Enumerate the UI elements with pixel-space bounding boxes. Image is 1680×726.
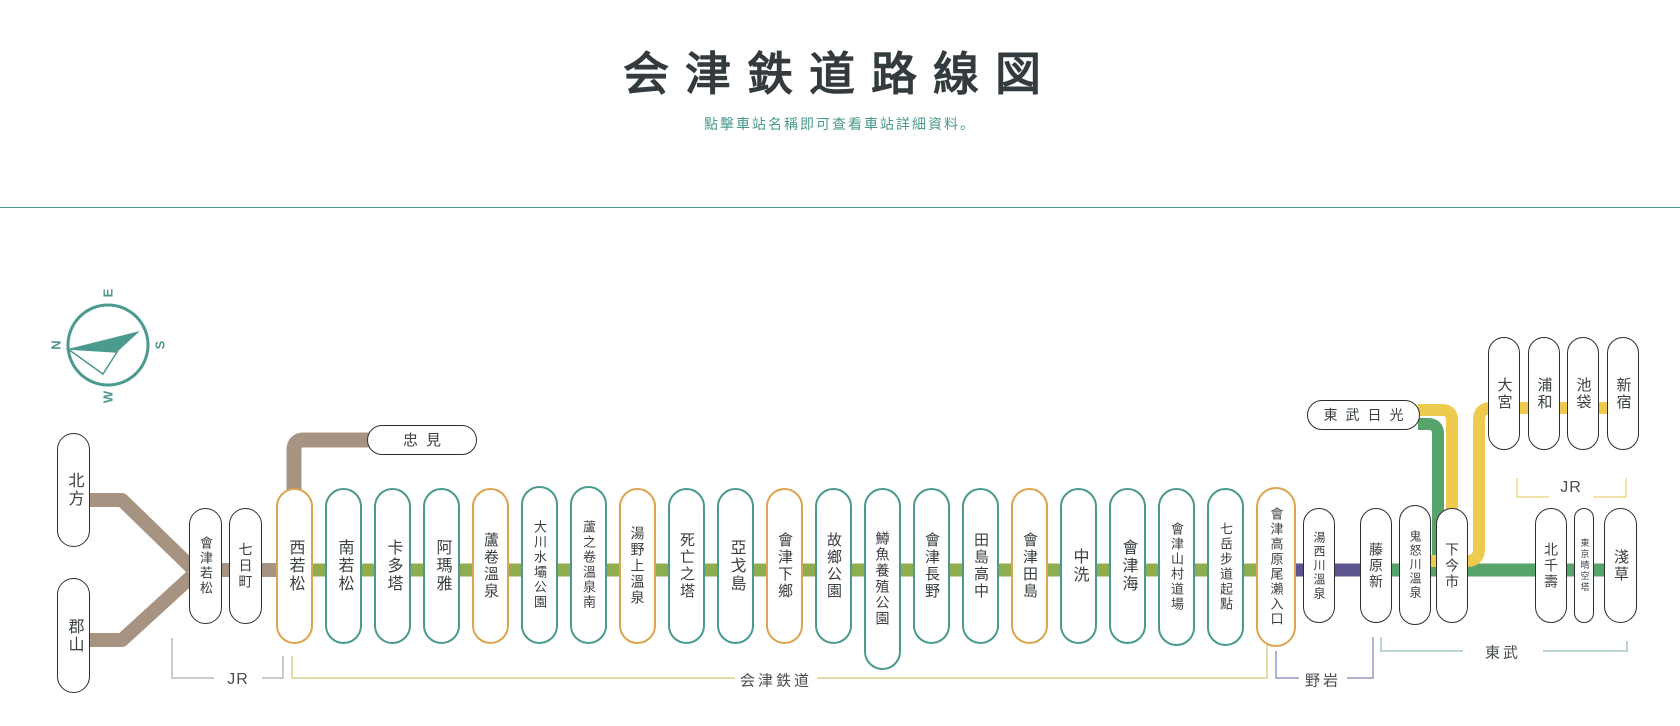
- jr-left-bracket: [171, 638, 284, 679]
- header-divider: [0, 207, 1680, 208]
- aizu-bracket: [291, 641, 1268, 679]
- station-pill-omiya[interactable]: 大宮: [1488, 337, 1520, 450]
- station-pill-aizu-umi[interactable]: 會津海: [1109, 488, 1146, 644]
- station-pill-koriyama[interactable]: 郡山: [57, 578, 90, 693]
- page-title: 会津鉄道路線図: [623, 48, 1057, 100]
- station-pill-tower-of-death[interactable]: 死亡之塔: [668, 488, 705, 644]
- tobu-railway-label: 東武: [1484, 644, 1522, 662]
- station-pill-nishi-wakamatsu[interactable]: 西若松: [276, 488, 313, 644]
- station-pill-asakusa[interactable]: 淺草: [1604, 508, 1637, 623]
- station-pill-amaya[interactable]: 阿瑪雅: [423, 488, 460, 644]
- station-pill-ashinomaki-onsen[interactable]: 蘆卷溫泉: [472, 488, 509, 644]
- station-pill-kita-senju[interactable]: 北千壽: [1535, 508, 1567, 623]
- station-pill-tadami[interactable]: 忠見: [367, 425, 477, 455]
- station-pill-kitakata[interactable]: 北方: [57, 433, 90, 547]
- compass-s: S: [153, 340, 168, 349]
- compass-w: W: [101, 390, 116, 403]
- station-pill-shimo-imaichi[interactable]: 下今市: [1436, 508, 1468, 623]
- station-pill-yunokami-onsen[interactable]: 湯野上溫泉: [619, 488, 656, 644]
- yagan-bracket: [1275, 637, 1374, 679]
- station-pill-tajima-high[interactable]: 田島高中: [962, 488, 999, 644]
- station-pill-nakarai[interactable]: 中洗: [1060, 488, 1097, 644]
- tobu-nikko-yellow-line: [1418, 404, 1458, 562]
- aizu-railway-label: 会津鉄道: [739, 672, 813, 690]
- tadami-branch-line: [286, 432, 370, 505]
- bracket-lines: [171, 478, 1628, 679]
- station-pill-tokyo-skytree[interactable]: 東京晴空塔: [1574, 508, 1594, 623]
- station-pill-ikebukuro[interactable]: 池袋: [1567, 337, 1599, 450]
- station-pill-urawa[interactable]: 浦和: [1528, 337, 1560, 450]
- station-pill-aizu-tajima[interactable]: 會津田島: [1011, 488, 1048, 644]
- station-pill-yunishigawa-onsen[interactable]: 湯西川溫泉: [1303, 508, 1335, 623]
- jr-direct-yellow-line: [1424, 402, 1623, 567]
- station-pill-nanatake-trailhead[interactable]: 七岳步道起點: [1207, 488, 1244, 646]
- tobu-nikko-green-line: [1418, 418, 1444, 572]
- station-pill-aizu-nagano[interactable]: 會津長野: [913, 488, 950, 644]
- station-pill-aizu-wakamatsu[interactable]: 會津若松: [189, 508, 222, 624]
- station-pill-okawa-dam-park[interactable]: 大川水壩公園: [521, 486, 558, 644]
- compass-n: N: [49, 340, 64, 349]
- station-pill-minami-wakamatsu[interactable]: 南若松: [325, 488, 362, 644]
- compass-e: E: [101, 288, 116, 297]
- page-subtitle: 點擊車站名稱即可查看車站詳細資料。: [704, 116, 976, 132]
- station-pill-aizu-shimogo[interactable]: 會津下鄉: [766, 488, 803, 644]
- station-pill-shinjuku[interactable]: 新宿: [1607, 337, 1639, 450]
- station-pill-aizu-sanson-dojo[interactable]: 會津山村道場: [1158, 488, 1195, 646]
- station-pill-trout-farm-park[interactable]: 鱒魚養殖公園: [864, 488, 901, 670]
- yagan-railway-label: 野岩: [1304, 672, 1342, 690]
- station-pill-katota[interactable]: 卡多塔: [374, 488, 411, 644]
- station-pill-aizukogen-ozeguchi[interactable]: 會津高原尾瀨入口: [1256, 487, 1296, 647]
- jr-right-bracket: [1516, 478, 1627, 498]
- station-pill-fujiwara-shin[interactable]: 藤原新: [1360, 508, 1392, 623]
- station-pill-tobu-nikko[interactable]: 東武日光: [1307, 400, 1420, 430]
- station-pill-kinugawa-onsen[interactable]: 鬼怒川溫泉: [1399, 505, 1431, 625]
- station-pill-nanukamachi[interactable]: 七日町: [229, 508, 262, 624]
- tobu-bracket: [1380, 637, 1628, 652]
- station-pill-ashinomaki-minami[interactable]: 蘆之卷溫泉南: [570, 486, 607, 644]
- station-pill-yagoshima[interactable]: 亞戈島: [717, 488, 754, 644]
- jr-left-label: JR: [227, 671, 249, 688]
- compass-icon: N E S W: [49, 288, 168, 403]
- jr-right-label: JR: [1560, 479, 1582, 496]
- station-pill-furusato-park[interactable]: 故鄉公園: [815, 488, 852, 644]
